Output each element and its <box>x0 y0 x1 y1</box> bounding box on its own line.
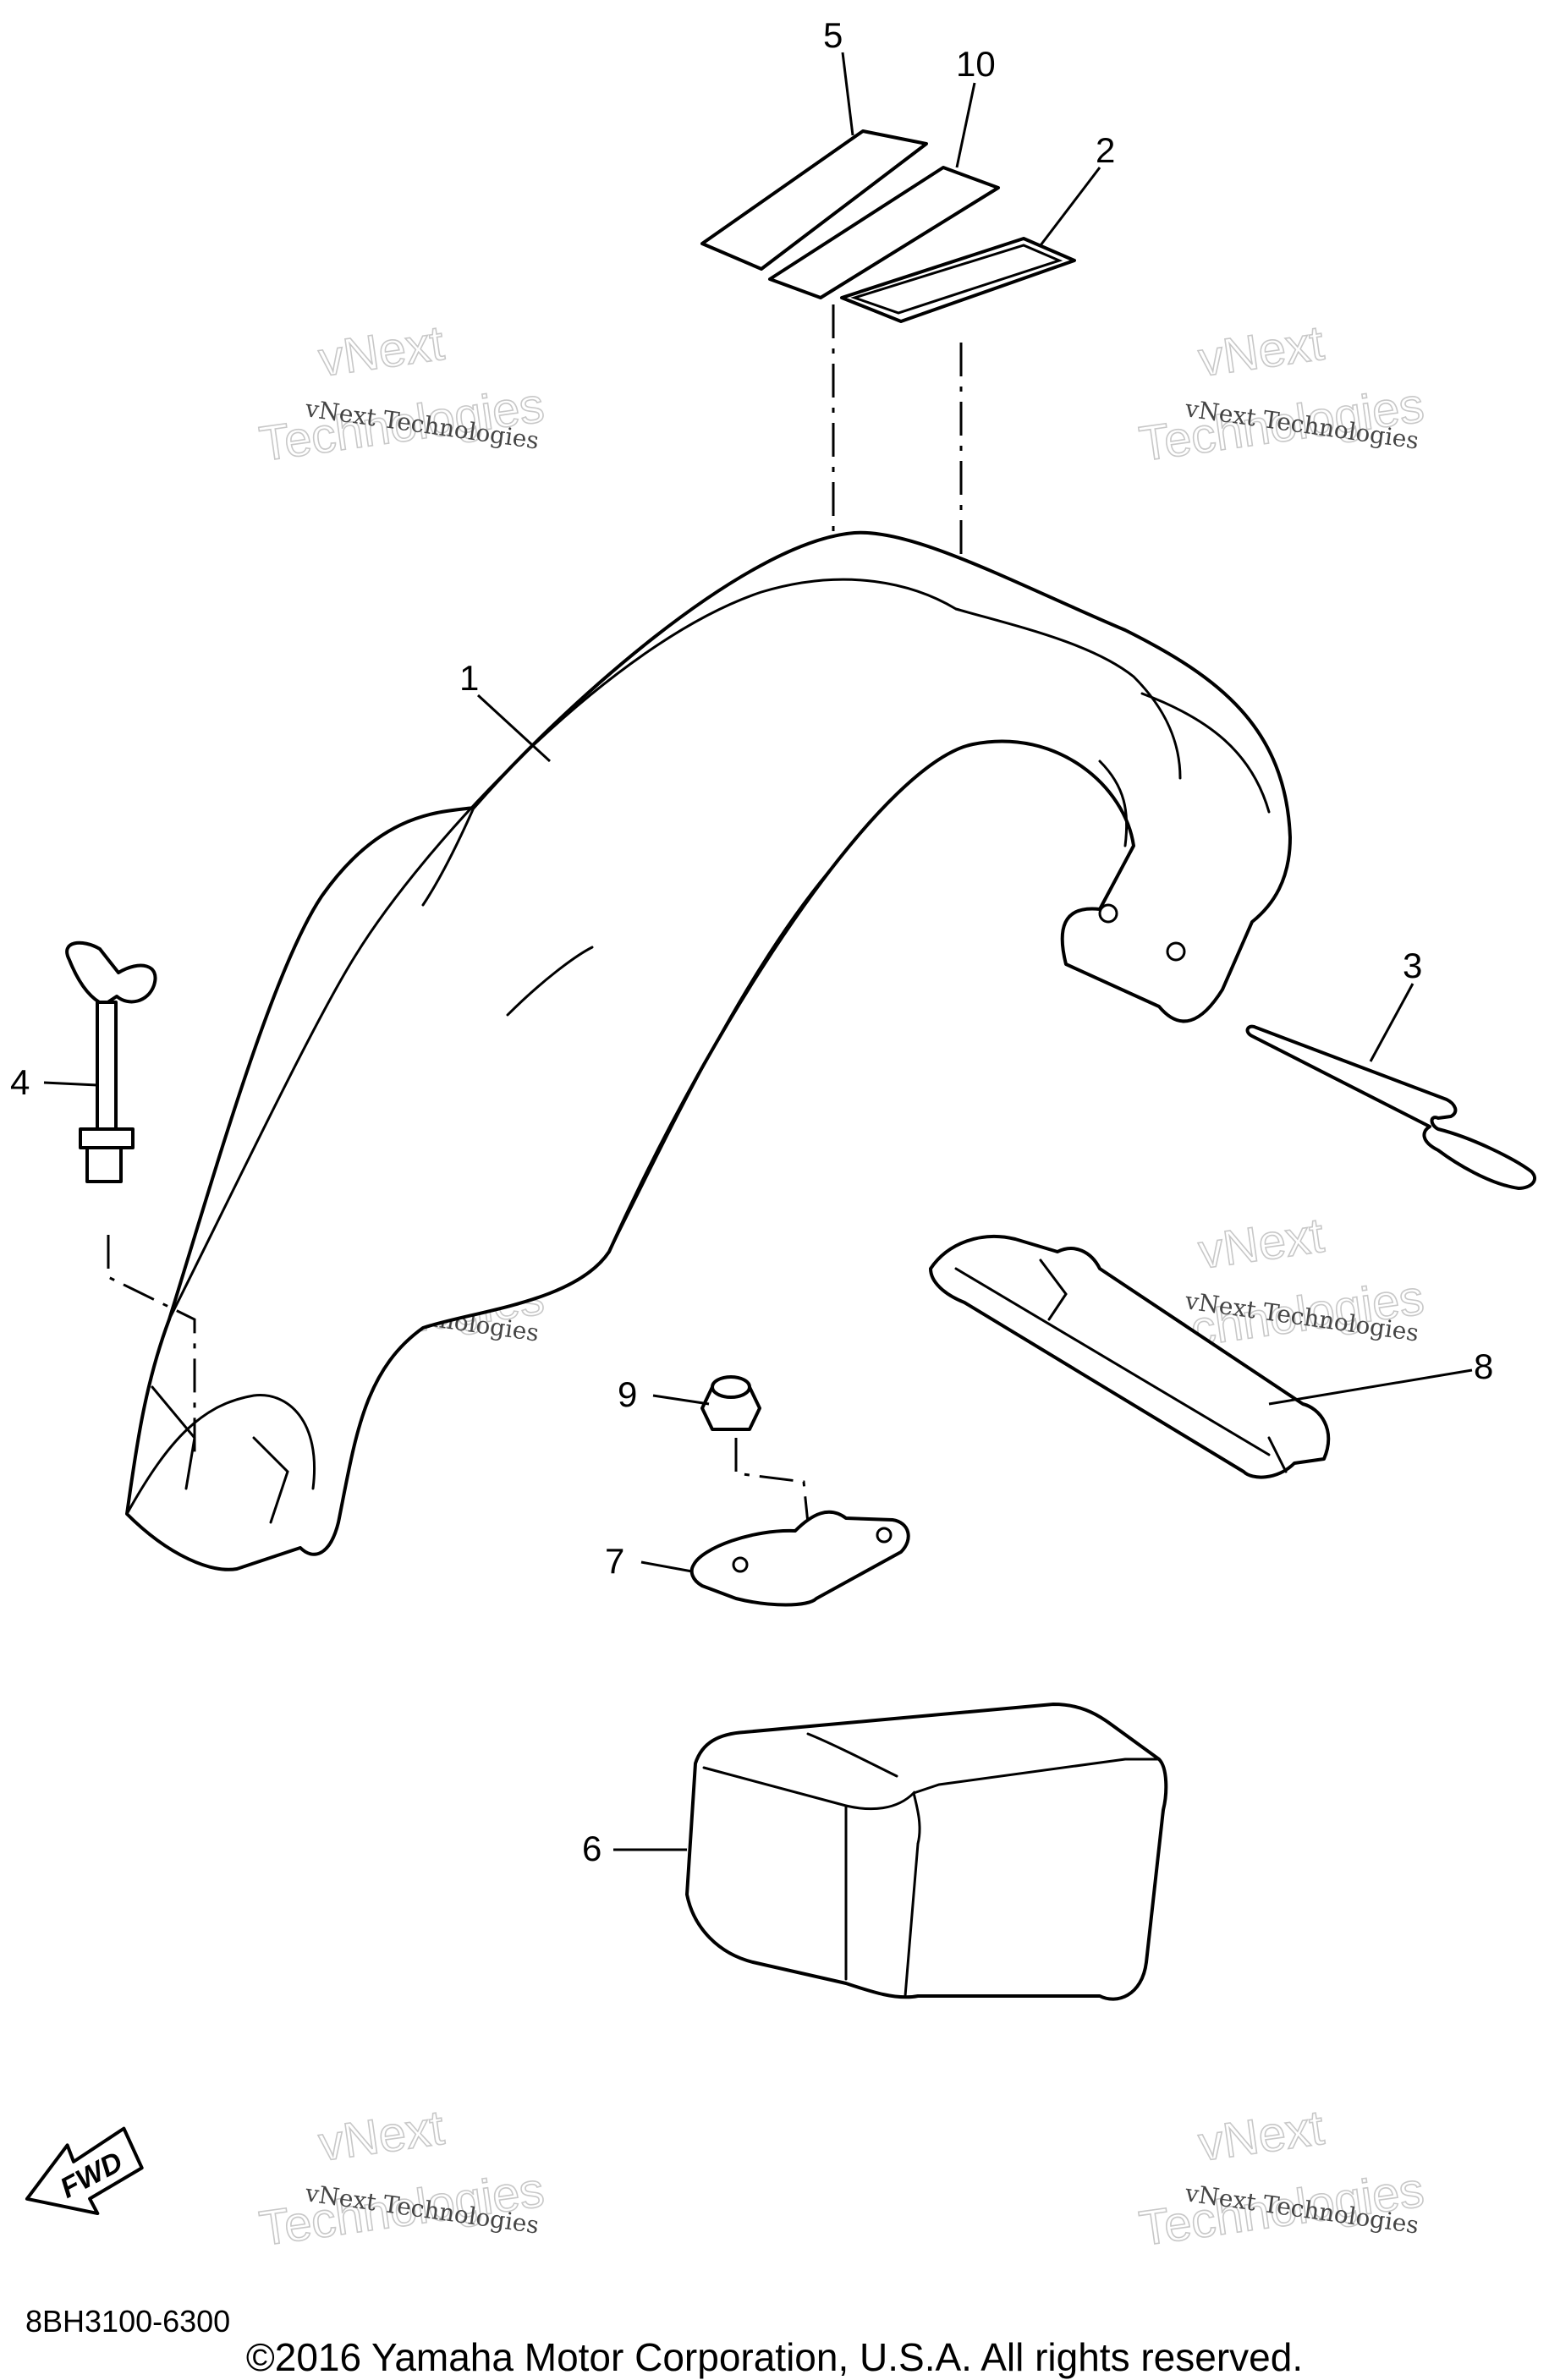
watermark-top-right: vNext Technologies vNext Technologies <box>1135 315 1428 473</box>
copyright-notice: ©2016 Yamaha Motor Corporation, U.S.A. A… <box>245 2335 1304 2379</box>
callout-8: 8 <box>1474 1346 1493 1386</box>
part-8-strap <box>929 1234 1331 1479</box>
part-6-pad <box>685 1703 1168 2001</box>
part-7-bracket <box>689 1510 910 1607</box>
svg-text:vNext: vNext <box>316 315 448 387</box>
dash-line-bolt <box>107 1235 196 1455</box>
callout-5: 5 <box>823 15 843 55</box>
callout-9: 9 <box>618 1374 637 1414</box>
leader-10 <box>955 82 976 168</box>
leader-2 <box>1039 167 1101 246</box>
svg-text:vNext: vNext <box>1195 2100 1327 2172</box>
leader-7 <box>640 1560 693 1573</box>
callout-4: 4 <box>10 1062 30 1102</box>
part-4-wing-bolt <box>65 940 157 1183</box>
leader-9 <box>652 1394 710 1406</box>
svg-text:vNext: vNext <box>1195 315 1327 387</box>
part-10-decal <box>768 166 1000 299</box>
callout-6: 6 <box>582 1829 601 1868</box>
callout-3: 3 <box>1403 946 1422 985</box>
leader-4 <box>43 1081 98 1087</box>
part-2-decal <box>840 237 1076 323</box>
leader-5 <box>841 52 854 136</box>
leader-8 <box>1268 1368 1473 1406</box>
svg-text:vNext: vNext <box>1195 1208 1327 1280</box>
callout-10: 10 <box>956 44 996 84</box>
watermark-bottom-right: vNext Technologies vNext Technologies <box>1135 2099 1428 2257</box>
watermark-bottom-left: vNext Technologies vNext Technologies <box>255 2099 548 2257</box>
callout-7: 7 <box>605 1541 624 1581</box>
part-5-decal <box>700 129 928 271</box>
part-3-pin <box>1245 1024 1536 1190</box>
diagram-code: 8BH3100-6300 <box>25 2304 231 2339</box>
fwd-arrow: FWD <box>25 2126 144 2216</box>
watermark-top-left: vNext Technologies vNext Technologies <box>255 315 548 473</box>
leader-3 <box>1369 983 1414 1062</box>
callout-2: 2 <box>1096 130 1115 170</box>
svg-text:vNext: vNext <box>316 2100 448 2172</box>
part-9-nut <box>700 1375 761 1431</box>
leader-1 <box>476 694 552 763</box>
part-1-fender <box>125 530 1292 1571</box>
callout-1: 1 <box>459 658 479 698</box>
